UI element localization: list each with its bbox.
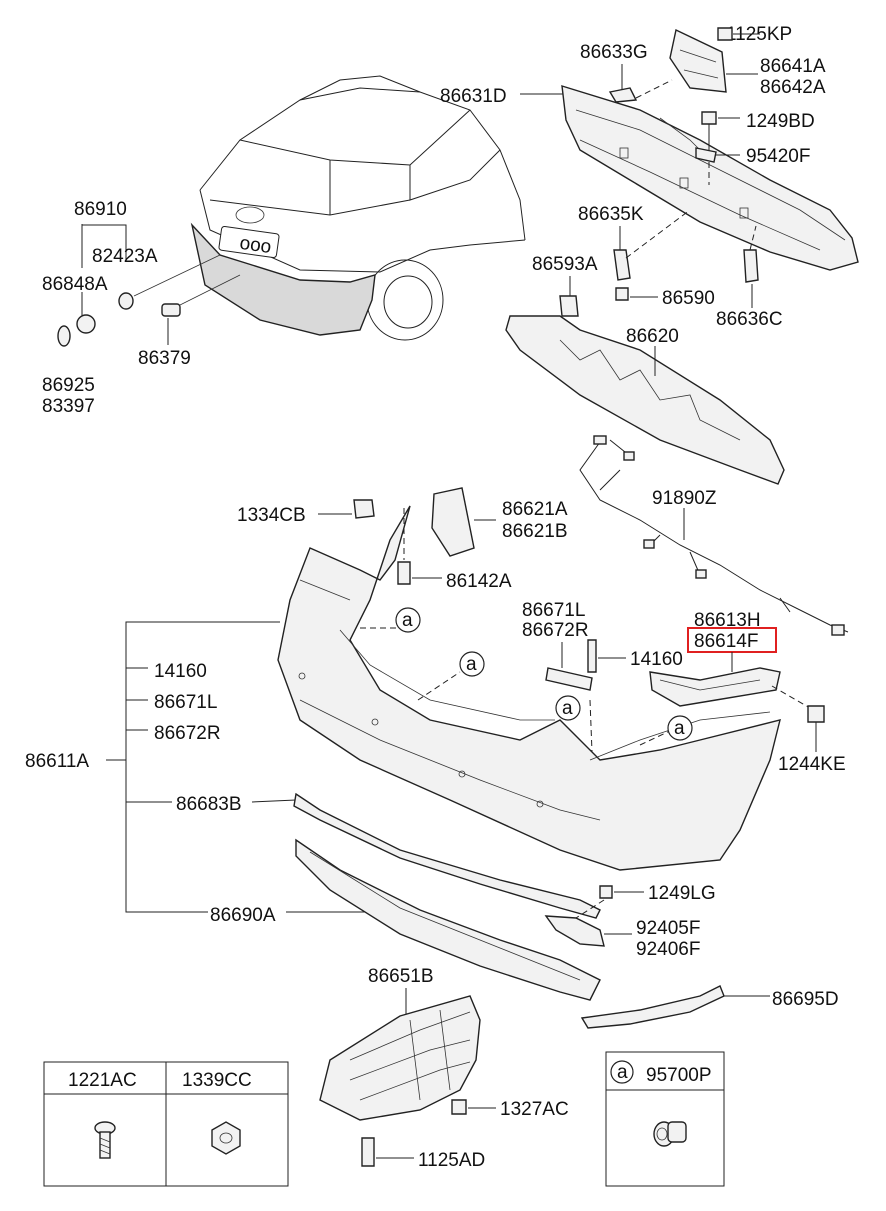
cap-86925 [57, 325, 71, 347]
bracket-86671L [545, 667, 593, 691]
label-86611A: 86611A [25, 751, 89, 772]
reflector-92405F [544, 915, 605, 947]
label-86631D: 86631D [440, 86, 507, 107]
label-86695D: 86695D [772, 989, 839, 1010]
label-86593A: 86593A [532, 254, 598, 275]
label-91890Z: 91890Z [652, 488, 717, 509]
callout-a-4-text: a [674, 718, 685, 739]
beam-86631D [561, 85, 859, 271]
nut-1327AC [451, 1099, 467, 1115]
label-86671L-left: 86671L [154, 692, 217, 713]
group-86611A-leaders: 14160 86671L 86672R 86611A 86683B 86690A [25, 621, 368, 926]
label-86636C: 86636C [716, 309, 783, 330]
label-86590: 86590 [662, 288, 715, 309]
label-86635K: 86635K [578, 204, 644, 225]
label-86848A: 86848A [42, 274, 108, 295]
bumper-beam-assembly: 1125KP 86641A 86642A 86633G 86631D 1249B… [440, 24, 859, 330]
bracket-86621A [431, 487, 475, 557]
callout-a-4 [667, 715, 693, 741]
bolt-1125KP [717, 27, 733, 41]
molding-86690A [295, 838, 601, 1001]
label-14160-top: 14160 [630, 649, 683, 670]
label-86910: 86910 [74, 199, 127, 220]
clip-86848A [76, 314, 96, 334]
callout-a-3 [555, 695, 581, 721]
label-86925: 86925 [42, 375, 95, 396]
hardware-legend-table: 1221AC 1339CC [43, 1061, 289, 1187]
under-cover-86651B: 86651B 1327AC 1125AD [319, 966, 569, 1171]
bolt-1249BD [701, 111, 717, 125]
callout-a-1 [395, 607, 421, 633]
callout-a-2-text: a [466, 654, 477, 675]
bumper-small-parts: 1334CB 86621A 86621B 86142A 86671L 86672… [237, 487, 846, 775]
label-86642A: 86642A [760, 77, 826, 98]
label-86690A: 86690A [210, 905, 276, 926]
label-86620: 86620 [626, 326, 679, 347]
bracket-86614F [649, 667, 781, 707]
sensor-95420F [695, 147, 717, 163]
energy-absorber-86620: 86620 [505, 315, 785, 485]
legend-1339CC: 1339CC [182, 1070, 252, 1091]
label-86613H: 86613H [694, 610, 761, 631]
callout-a-3-text: a [562, 698, 573, 719]
legend-95700P: 95700P [646, 1065, 712, 1086]
bracket-86633G [608, 87, 638, 103]
bolt-1244KE [807, 705, 825, 723]
label-82423A: 82423A [92, 246, 158, 267]
label-86621B: 86621B [502, 521, 568, 542]
label-1249BD: 1249BD [746, 111, 815, 132]
label-86142A: 86142A [446, 571, 512, 592]
label-14160-left: 14160 [154, 661, 207, 682]
callout-a-2 [459, 651, 485, 677]
wiring-harness-91890Z: 91890Z [579, 435, 849, 636]
bracket-86636C [743, 249, 759, 283]
bolt-1249LG [599, 885, 613, 899]
label-95420F: 95420F [746, 146, 810, 167]
callout-a-legend: a 95700P [605, 1051, 725, 1187]
lower-moldings: 1249LG 92405F 92406F 86695D [293, 792, 839, 1029]
bolt-1125AD [361, 1137, 375, 1167]
label-86633G: 86633G [580, 42, 648, 63]
car-rear-illustration: ooo [190, 75, 526, 341]
left-small-parts: 86910 82423A 86848A 86925 83397 86379 [42, 199, 241, 417]
strip-86683B [293, 792, 601, 919]
bolt-86590 [615, 287, 629, 301]
clip-1334CB [353, 499, 375, 519]
bracket-86635K [613, 249, 631, 281]
strip-86695D [580, 985, 725, 1029]
label-86672R-top: 86672R [522, 620, 589, 641]
label-86641A: 86641A [760, 56, 826, 77]
grommet-82423A [118, 292, 134, 310]
label-1125AD: 1125AD [418, 1150, 485, 1171]
label-92406F: 92406F [636, 939, 700, 960]
label-1249LG: 1249LG [648, 883, 716, 904]
label-86621A: 86621A [502, 499, 568, 520]
bumper-cover-86611A: a a a a [277, 505, 781, 871]
label-86672R-left: 86672R [154, 723, 221, 744]
callout-a-1-text: a [402, 610, 413, 631]
label-86683B: 86683B [176, 794, 242, 815]
legend-a-marker: a [617, 1062, 628, 1083]
label-86379: 86379 [138, 348, 191, 369]
label-92405F: 92405F [636, 918, 700, 939]
plug-86379 [161, 303, 181, 317]
label-86614F: 86614F [694, 631, 758, 652]
nut-icon [211, 1121, 241, 1155]
bolt-86142A [397, 561, 411, 585]
parking-sensor-icon [653, 1121, 687, 1147]
bolt-14160 [587, 639, 597, 673]
clip-86593A [559, 295, 579, 317]
label-86671L-top: 86671L [522, 600, 585, 621]
label-1327AC: 1327AC [500, 1099, 569, 1120]
screw-icon [94, 1121, 116, 1159]
label-1244KE: 1244KE [778, 754, 846, 775]
legend-1221AC: 1221AC [68, 1070, 137, 1091]
label-83397: 83397 [42, 396, 95, 417]
label-86651B: 86651B [368, 966, 434, 987]
svg-text:ooo: ooo [238, 233, 272, 258]
label-1334CB: 1334CB [237, 505, 306, 526]
